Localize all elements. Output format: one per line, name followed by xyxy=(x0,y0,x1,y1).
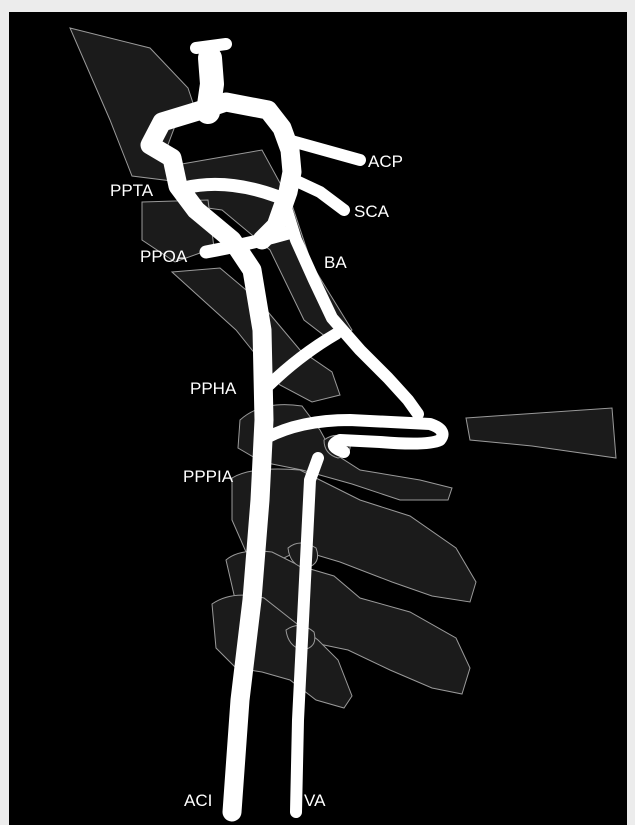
label-ppha: PPHA xyxy=(190,379,237,398)
label-va: VA xyxy=(304,791,326,810)
occipital-bone xyxy=(466,408,616,458)
carotid-cap xyxy=(196,44,226,48)
label-ppta: PPTA xyxy=(110,181,154,200)
sca-artery xyxy=(290,178,344,210)
anatomy-figure: ACP SCA PPTA PPOA BA PPHA PPPIA ACI VA xyxy=(9,12,627,825)
label-acp: ACP xyxy=(368,152,403,171)
label-ba: BA xyxy=(324,253,347,272)
carotid-top-segment xyxy=(208,58,212,112)
label-pppia: PPPIA xyxy=(183,467,234,486)
label-sca: SCA xyxy=(354,202,390,221)
label-aci: ACI xyxy=(184,791,212,810)
vascular-diagram: ACP SCA PPTA PPOA BA PPHA PPPIA ACI VA xyxy=(9,12,627,825)
label-ppoa: PPOA xyxy=(140,247,188,266)
